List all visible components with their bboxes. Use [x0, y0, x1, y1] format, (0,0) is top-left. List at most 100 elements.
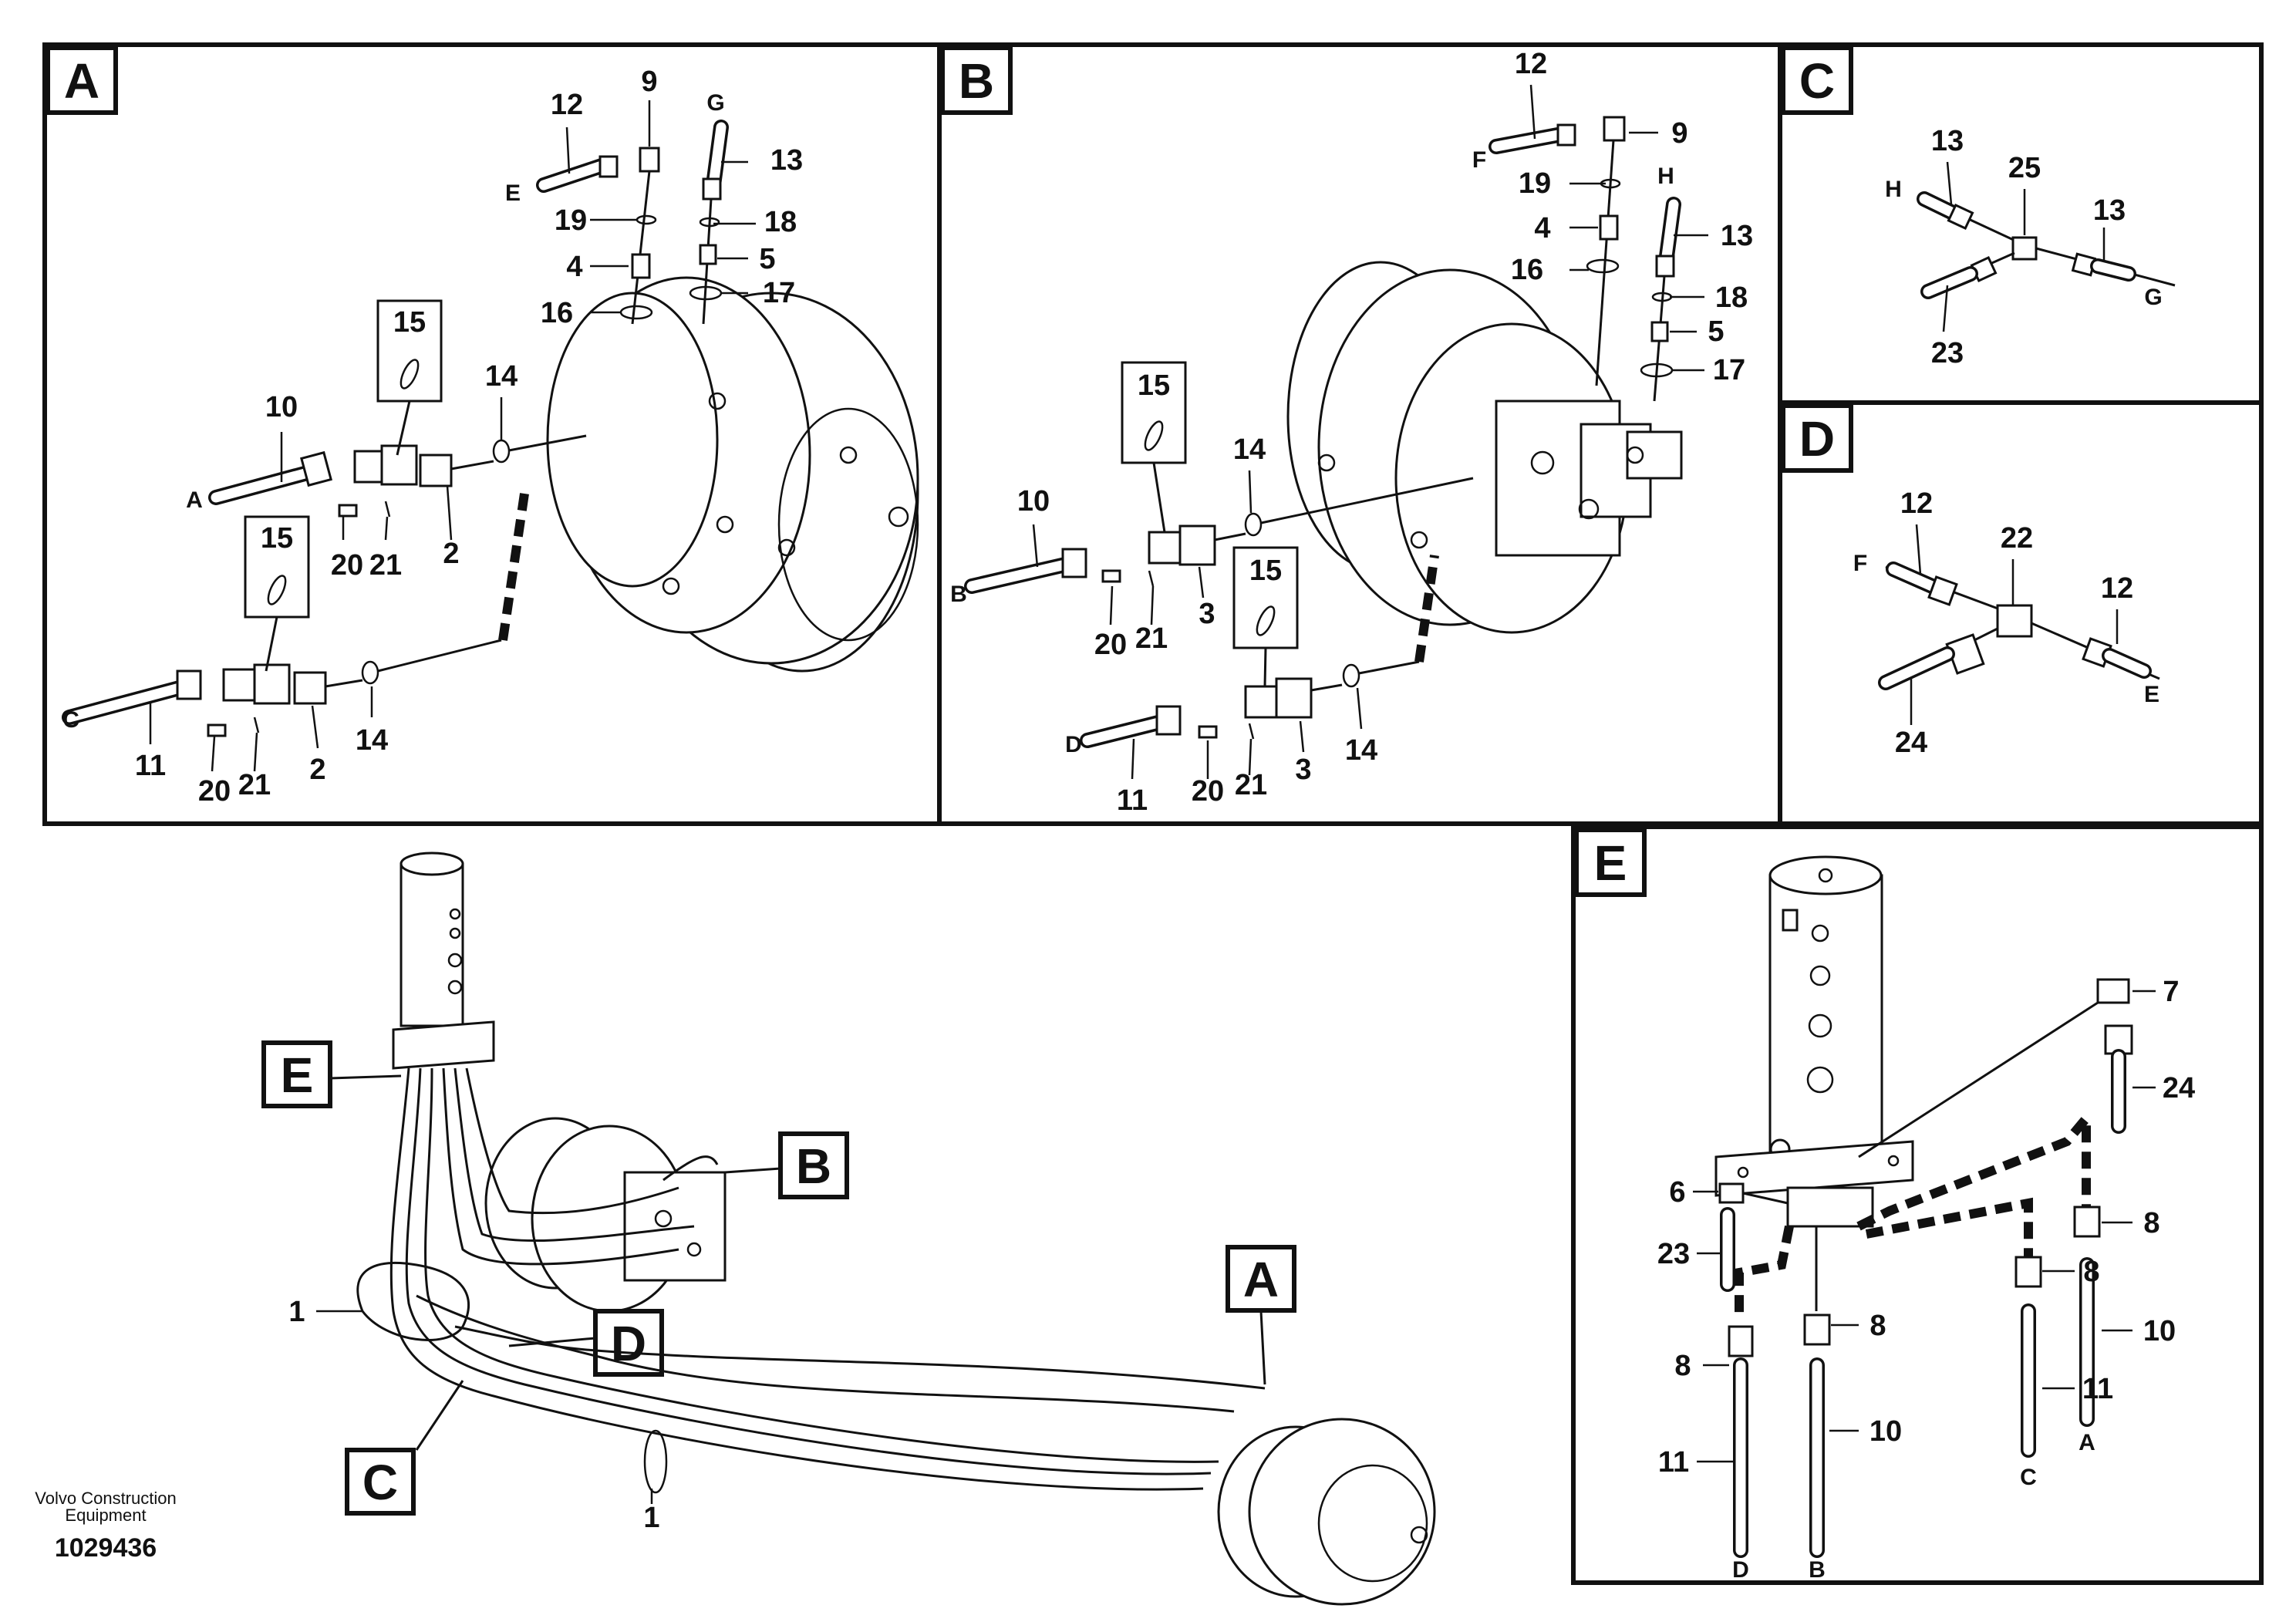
maker-line-1: Volvo Construction — [35, 1489, 176, 1508]
box-label-a: A — [1226, 1245, 1296, 1313]
callout-22: 22 — [2001, 522, 2033, 555]
callout-20: 20 — [1192, 775, 1224, 808]
callout-3: 3 — [1295, 754, 1311, 786]
callout-15: 15 — [1138, 369, 1170, 402]
callout-10: 10 — [1017, 485, 1050, 518]
box-label-b: B — [778, 1131, 849, 1199]
svg-text:A: A — [64, 53, 99, 109]
callout-15: 15 — [1249, 555, 1282, 587]
hose-11-a — [62, 639, 502, 737]
swivel-joint-e — [1714, 855, 2099, 1228]
callout-17: 17 — [763, 277, 795, 309]
callout-14: 14 — [1345, 734, 1377, 767]
panel-d-frame — [1778, 400, 2264, 826]
elbow-6 — [1718, 1182, 1745, 1204]
svg-text:E: E — [1594, 835, 1627, 891]
panel-c-tag: C — [1781, 46, 1853, 115]
letter-e: E — [2144, 682, 2159, 707]
hose-10-a — [208, 434, 587, 518]
callout-19: 19 — [1519, 167, 1551, 200]
svg-text:B: B — [796, 1138, 831, 1194]
panel-e-frame — [1571, 824, 2264, 1585]
callout-11: 11 — [1117, 784, 1148, 817]
svg-text:B: B — [959, 53, 994, 109]
letter-e: E — [505, 180, 521, 206]
travel-motor-rear — [484, 1117, 727, 1313]
callout-14: 14 — [356, 724, 388, 757]
hose-11-b — [1080, 660, 1420, 748]
letter-b: B — [1809, 1557, 1826, 1583]
callout-5: 5 — [759, 243, 775, 275]
tee-22 — [1996, 604, 2033, 638]
callout-16: 16 — [541, 297, 573, 329]
callout-24: 24 — [1895, 727, 1927, 759]
callout-box-15-b-upper — [1121, 361, 1187, 533]
callout-4: 4 — [1534, 212, 1550, 244]
callout-1: 1 — [288, 1296, 305, 1328]
callout-8: 8 — [2143, 1207, 2159, 1239]
callout-box-15-b-lower — [1232, 546, 1299, 687]
callout-11: 11 — [1658, 1446, 1689, 1479]
box-label-d: D — [593, 1309, 664, 1377]
callout-18: 18 — [1715, 282, 1748, 314]
leaders-a — [149, 100, 756, 772]
leaders-b — [1032, 84, 1708, 780]
panel-d-drawing: 12 22 12 24 F E — [1853, 487, 2160, 759]
overview-drawing — [316, 851, 1436, 1606]
callout-9: 9 — [641, 66, 657, 98]
callout-13: 13 — [2093, 194, 2126, 227]
flow-path-b — [1414, 555, 1439, 663]
letter-d: D — [1732, 1557, 1749, 1583]
callout-18: 18 — [764, 206, 797, 238]
callout-1: 1 — [643, 1502, 659, 1534]
callout-20: 20 — [1094, 629, 1127, 661]
swivel-joint-overview — [392, 851, 495, 1070]
fittings-top-a — [536, 120, 729, 325]
callout-23: 23 — [1931, 337, 1964, 369]
flow-path-e-3 — [1735, 1225, 1794, 1319]
callout-21: 21 — [1235, 769, 1267, 801]
letter-a: A — [2079, 1430, 2095, 1455]
maker-line-2: Equipment — [65, 1506, 146, 1525]
callout-6: 6 — [1669, 1176, 1685, 1209]
callout-14: 14 — [1233, 433, 1266, 466]
letter-f: F — [1472, 147, 1486, 173]
panel-e-tag: E — [1574, 828, 1647, 897]
letter-c: C — [62, 707, 79, 733]
callout-15: 15 — [261, 522, 293, 555]
callout-7: 7 — [2163, 976, 2179, 1008]
callout-box-15-lower — [244, 515, 310, 672]
callout-12: 12 — [1900, 487, 1933, 520]
callout-20: 20 — [331, 549, 363, 582]
travel-motor-b — [1286, 261, 1683, 634]
svg-text:D: D — [611, 1316, 646, 1371]
letter-g: G — [2144, 285, 2162, 310]
svg-text:E: E — [281, 1047, 314, 1103]
callout-10: 10 — [265, 391, 298, 423]
callout-17: 17 — [1713, 354, 1745, 386]
flow-path-e-1 — [1856, 1105, 2091, 1231]
travel-motor-a — [546, 276, 919, 673]
callout-10: 10 — [1870, 1415, 1902, 1448]
box-label-e: E — [261, 1040, 332, 1108]
svg-text:A: A — [1243, 1252, 1279, 1307]
callout-box-15-upper — [376, 299, 443, 456]
callout-11: 11 — [2082, 1373, 2113, 1405]
part-number: 1029436 — [55, 1533, 157, 1563]
callout-2: 2 — [309, 754, 325, 786]
fittings-top-b — [1489, 116, 1681, 402]
callout-13: 13 — [770, 144, 803, 177]
callout-4: 4 — [566, 251, 582, 283]
letter-c: C — [2020, 1465, 2037, 1490]
panel-d-tag: D — [1781, 403, 1853, 473]
svg-text:C: C — [362, 1455, 398, 1510]
callout-15: 15 — [393, 306, 426, 339]
callout-10: 10 — [2143, 1315, 2176, 1347]
flow-path-e-2 — [1865, 1197, 2033, 1257]
letter-b: B — [950, 582, 967, 607]
callout-24: 24 — [2163, 1072, 2195, 1104]
panel-b-drawing: 12 9 19 13 4 16 18 5 17 15 14 10 20 21 3… — [950, 48, 1753, 817]
callout-21: 21 — [369, 549, 402, 582]
panel-a-drawing: 12 9 13 19 18 4 5 16 17 15 10 14 20 21 2… — [62, 66, 919, 808]
